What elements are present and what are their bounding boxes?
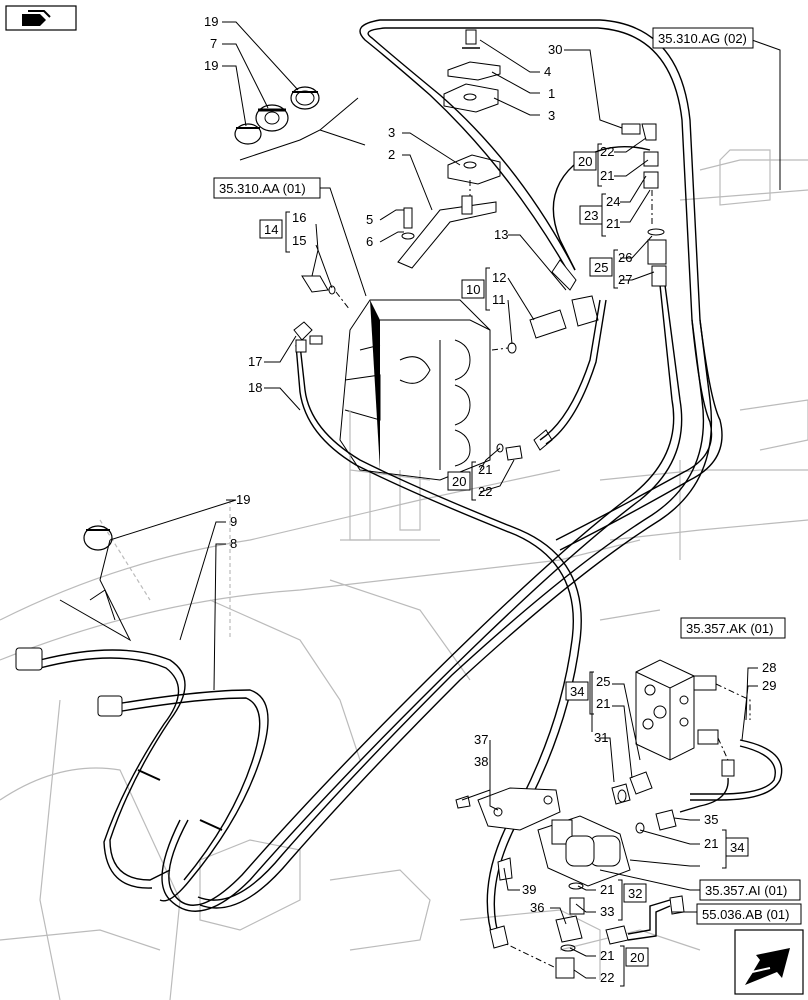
label-21-bottom: 21 bbox=[600, 948, 614, 963]
label-39: 39 bbox=[522, 882, 536, 897]
label-25: 25 bbox=[596, 674, 610, 689]
ref-35-357-ak[interactable]: 35.357.AK (01) bbox=[680, 617, 786, 639]
solenoid-valve-block-ak bbox=[635, 659, 783, 813]
label-5: 5 bbox=[366, 212, 373, 227]
label-21-top: 21 bbox=[600, 168, 614, 183]
hose-18 bbox=[293, 321, 582, 943]
boxed-10: 10 bbox=[466, 282, 480, 297]
group-brackets bbox=[285, 143, 727, 987]
hose-clamp-group-top bbox=[234, 86, 366, 161]
label-13: 13 bbox=[494, 227, 508, 242]
control-valve-block bbox=[339, 299, 491, 481]
label-36: 36 bbox=[530, 900, 544, 915]
label-15: 15 bbox=[292, 233, 306, 248]
label-6: 6 bbox=[366, 234, 373, 249]
label-8: 8 bbox=[230, 536, 237, 551]
boxed-20-top: 20 bbox=[578, 154, 592, 169]
book-icon[interactable] bbox=[5, 5, 77, 31]
ref-35-357-ai[interactable]: 35.357.AI (01) bbox=[699, 879, 801, 901]
svg-text:35.310.AA (01): 35.310.AA (01) bbox=[219, 181, 306, 196]
part-labels: 19 7 19 4 1 3 30 3 2 5 6 16 15 13 12 11 … bbox=[204, 14, 776, 985]
svg-text:55.036.AB (01): 55.036.AB (01) bbox=[702, 907, 789, 922]
label-21-right: 21 bbox=[596, 696, 610, 711]
label-1: 1 bbox=[548, 86, 555, 101]
label-30: 30 bbox=[548, 42, 562, 57]
hose-clamp-lower bbox=[59, 525, 132, 642]
clamp-bracket-upper bbox=[443, 29, 501, 113]
label-22-mid: 22 bbox=[478, 484, 492, 499]
label-35: 35 bbox=[704, 812, 718, 827]
svg-text:35.310.AG (02): 35.310.AG (02) bbox=[658, 31, 747, 46]
label-2: 2 bbox=[388, 147, 395, 162]
solenoid-valve-block-ai bbox=[455, 771, 685, 979]
label-22-top: 22 bbox=[600, 144, 614, 159]
label-9: 9 bbox=[230, 514, 237, 529]
label-37: 37 bbox=[474, 732, 488, 747]
boxed-34-right: 34 bbox=[730, 840, 744, 855]
label-4: 4 bbox=[544, 64, 551, 79]
boxed-23: 23 bbox=[584, 208, 598, 223]
fittings-right-top bbox=[551, 123, 667, 327]
label-19-second: 19 bbox=[204, 58, 218, 73]
label-38: 38 bbox=[474, 754, 488, 769]
boxed-20-mid: 20 bbox=[452, 474, 466, 489]
label-11: 11 bbox=[492, 292, 506, 307]
boxed-numbers: 14 10 20 23 25 20 34 34 32 20 bbox=[259, 151, 749, 967]
clamp-bracket-middle bbox=[397, 154, 501, 269]
machine-background-outline bbox=[0, 149, 808, 1000]
label-18: 18 bbox=[248, 380, 262, 395]
boxed-25: 25 bbox=[594, 260, 608, 275]
label-12: 12 bbox=[492, 270, 506, 285]
leader-lines bbox=[109, 21, 781, 979]
label-22-bottom: 22 bbox=[600, 970, 614, 985]
label-33: 33 bbox=[600, 904, 614, 919]
boxed-32: 32 bbox=[628, 886, 642, 901]
boxed-14: 14 bbox=[264, 222, 278, 237]
ref-35-310-aa[interactable]: 35.310.AA (01) bbox=[213, 177, 321, 199]
fittings-middle bbox=[301, 275, 607, 461]
ref-35-310-ag[interactable]: 35.310.AG (02) bbox=[652, 27, 754, 49]
label-28: 28 bbox=[762, 660, 776, 675]
label-19-top: 19 bbox=[204, 14, 218, 29]
label-21-lower-right: 21 bbox=[704, 836, 718, 851]
label-31: 31 bbox=[594, 730, 608, 745]
label-27: 27 bbox=[618, 272, 632, 287]
label-3-upper: 3 bbox=[548, 108, 555, 123]
label-17: 17 bbox=[248, 354, 262, 369]
boxed-20-bottom: 20 bbox=[630, 950, 644, 965]
label-19-lower: 19 bbox=[236, 492, 250, 507]
label-26: 26 bbox=[618, 250, 632, 265]
hose-loops-lower-left bbox=[15, 647, 269, 902]
label-7: 7 bbox=[210, 36, 217, 51]
label-21-second: 21 bbox=[606, 216, 620, 231]
label-24: 24 bbox=[606, 194, 620, 209]
label-3-middle: 3 bbox=[388, 125, 395, 140]
label-29: 29 bbox=[762, 678, 776, 693]
label-16: 16 bbox=[292, 210, 306, 225]
svg-text:35.357.AK (01): 35.357.AK (01) bbox=[686, 621, 773, 636]
boxed-34-left: 34 bbox=[570, 684, 584, 699]
label-21-mid: 21 bbox=[478, 462, 492, 477]
main-hose-bundle bbox=[161, 284, 713, 912]
ref-55-036-ab[interactable]: 55.036.AB (01) bbox=[696, 903, 802, 925]
svg-text:35.357.AI (01): 35.357.AI (01) bbox=[705, 883, 787, 898]
label-21-lower: 21 bbox=[600, 882, 614, 897]
forward-arrow-icon[interactable] bbox=[734, 929, 804, 995]
